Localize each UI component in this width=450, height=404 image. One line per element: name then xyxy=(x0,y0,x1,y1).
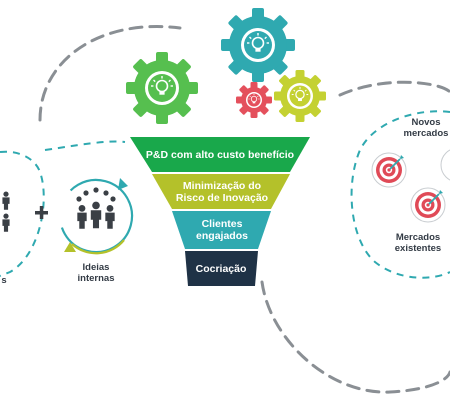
funnel-stage-4 xyxy=(185,251,258,286)
outer-dashed-path xyxy=(38,25,182,122)
funnel-label-risk: Minimização do Risco de Inovação xyxy=(175,180,269,204)
teal-gear xyxy=(221,8,295,82)
partial-label: s xyxy=(1,275,7,286)
bottom-dashed-path xyxy=(260,280,450,394)
lime-gear xyxy=(274,70,326,122)
ideas-arrow-icon xyxy=(118,178,128,190)
green-gear xyxy=(126,52,198,124)
left-teal-dashed-link xyxy=(44,140,126,151)
funnel-label-rd: P&D com alto custo benefício xyxy=(145,149,295,161)
target-icon xyxy=(371,152,407,188)
right-teal-dashed-circle xyxy=(350,110,450,279)
plus-icon xyxy=(35,206,48,219)
ideas-label: Ideias internas xyxy=(77,262,115,284)
funnel-label-cocreation: Cocriação xyxy=(195,263,247,275)
ideas-circle-arc xyxy=(71,239,125,255)
ideas-circle xyxy=(58,178,134,254)
existing-markets-label: Mercados existentes xyxy=(394,232,442,254)
funnel-stage-3 xyxy=(172,211,271,249)
left-teal-dashed-circle xyxy=(0,150,45,277)
target-icon-existing xyxy=(410,187,446,223)
target-icon-partial xyxy=(440,149,450,181)
new-markets-label: Novos mercados xyxy=(403,117,449,139)
people-icon xyxy=(76,187,116,229)
red-gear xyxy=(236,82,272,118)
funnel-stage-1 xyxy=(130,137,310,172)
ideas-arrow-icon-2 xyxy=(64,242,76,252)
left-people-group xyxy=(2,191,10,232)
funnel-label-clients: Clientes engajados xyxy=(196,218,248,242)
funnel-stage-2 xyxy=(152,174,290,209)
outer-dashed-path-right xyxy=(338,80,450,97)
